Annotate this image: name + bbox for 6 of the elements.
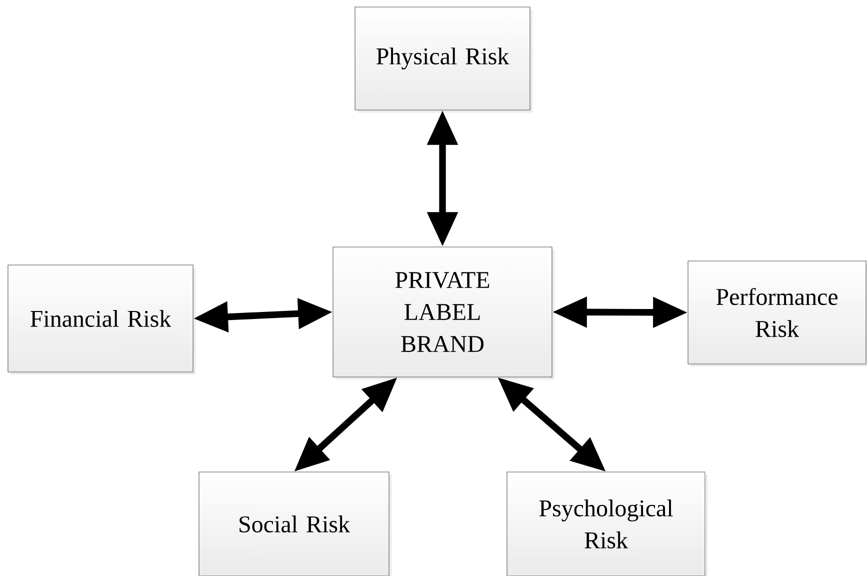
risk-box: Physical Risk	[354, 6, 533, 113]
risk-box: PRIVATE LABEL BRAND	[332, 246, 555, 380]
risk-box: Social Risk	[198, 472, 392, 576]
risk-box: Financial Risk	[8, 264, 196, 375]
risk-box: Psychological Risk	[506, 472, 708, 576]
risk-box: Performance Risk	[688, 260, 867, 367]
